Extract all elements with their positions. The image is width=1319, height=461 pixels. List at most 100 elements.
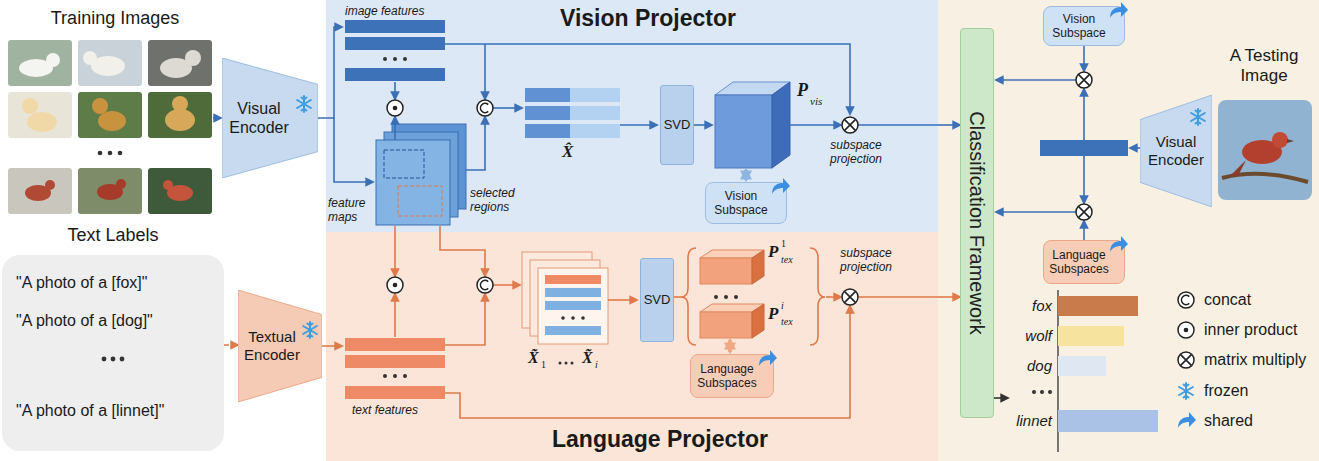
symbol-use: [303, 322, 317, 338]
art-rect: [345, 37, 445, 50]
text-label: Training Images: [30, 8, 200, 30]
symbol-use: [759, 350, 777, 366]
art-rect: [345, 20, 445, 33]
art-rect: [1058, 326, 1124, 346]
projector-panel: Vision ProjectorSVD Vision Subspace: [326, 0, 938, 232]
art-path: [1230, 160, 1246, 176]
ellipsis-dots: [93, 354, 133, 364]
art-rect: [8, 92, 72, 138]
art-rect: [78, 168, 142, 214]
art-circle: [1272, 132, 1288, 148]
art-circle: [116, 179, 126, 189]
art-path: [493, 107, 522, 109]
node-label: Visual Encoder: [226, 99, 292, 137]
art-circle: [734, 295, 738, 299]
art-circle: [559, 362, 562, 365]
art-rect: [545, 301, 601, 310]
art-path: [1287, 139, 1294, 143]
art-rect: [700, 258, 752, 284]
shared-icon: [1106, 233, 1130, 257]
art-path: [858, 296, 938, 298]
node-label: SVD: [664, 117, 691, 133]
art-path: [484, 44, 486, 99]
art-use: [1076, 72, 1092, 88]
art-path: [694, 124, 712, 126]
inference-flow: [996, 46, 1140, 240]
encoder-trapezoid: Textual Encoder: [238, 290, 322, 402]
art-circle: [92, 98, 108, 114]
art-circle: [118, 151, 123, 156]
art-ellipse: [165, 109, 195, 131]
art-circle: [1040, 390, 1044, 394]
text-label: i: [595, 359, 598, 371]
art-rect: [78, 40, 142, 86]
art-use: [1179, 383, 1193, 399]
art-rect: [1218, 100, 1312, 200]
art-rect: [1058, 296, 1138, 316]
dot: [120, 357, 125, 362]
art-rect: [545, 275, 601, 284]
text-labels-box: Text Labels"A photo of a [fox]""A photo …: [2, 255, 224, 451]
art-path: [996, 211, 1076, 213]
art-use: [1178, 412, 1196, 428]
art-path: [1083, 89, 1085, 140]
art-path: [744, 170, 748, 180]
art-path: [394, 294, 396, 337]
art-rect: [538, 268, 608, 344]
art-use: [477, 100, 493, 116]
text-label: A Testing Image: [1214, 46, 1314, 87]
art-polygon: [752, 250, 764, 284]
subspace-box: Vision Subspace: [705, 182, 787, 224]
node-label: Textual Encoder: [242, 328, 302, 364]
art-path: [810, 248, 825, 345]
art-circle: [46, 53, 60, 67]
art-rect: [345, 338, 445, 351]
frozen-icon: [298, 318, 322, 342]
art-rect: [700, 312, 752, 338]
symbol-use: [772, 178, 790, 194]
art-circle: [383, 57, 387, 61]
art-circle: [1048, 390, 1052, 394]
art-use: [387, 100, 403, 116]
art-use: [1178, 352, 1194, 368]
art-path: [440, 226, 485, 276]
symbol-use: [1110, 236, 1128, 252]
shared-icon: [755, 347, 779, 371]
art-rect: [326, 232, 938, 461]
art-rect: [148, 168, 212, 214]
language-flow: [322, 226, 938, 418]
art-rect: [398, 186, 442, 216]
legend-symbols: [1178, 292, 1196, 428]
art-circle: [22, 98, 38, 114]
art-rect: [525, 124, 570, 138]
art-rect: [1058, 410, 1158, 432]
framework-bar: Classification Framework: [960, 28, 994, 418]
art-use: [387, 277, 403, 293]
testing-image: [1218, 100, 1312, 200]
svd-box: SVD: [660, 85, 694, 165]
art-path: [826, 296, 841, 298]
text-label: X̃: [528, 348, 539, 367]
text-label: 1: [781, 238, 786, 250]
node-heading: Vision Projector: [560, 5, 736, 33]
text-label: selected regions: [470, 186, 528, 215]
legend-text: concat: [1204, 290, 1251, 310]
art-rect: [1040, 140, 1128, 156]
art-circle: [108, 151, 113, 156]
art-rect: [525, 106, 570, 120]
art-circle: [724, 295, 728, 299]
art-path: [394, 226, 396, 276]
art-rect: [545, 288, 601, 297]
node-heading: Language Projector: [552, 426, 768, 454]
art-circle: [403, 374, 407, 378]
legend-text: inner product: [1204, 320, 1297, 340]
art-circle: [565, 362, 568, 365]
art-path: [1083, 156, 1085, 203]
art-use: [1178, 292, 1194, 308]
node-label: Language Subspaces: [695, 362, 759, 391]
art-circle: [172, 96, 188, 112]
art-rect: [148, 40, 212, 86]
art-path: [674, 296, 681, 298]
text-label: tex: [781, 316, 793, 328]
